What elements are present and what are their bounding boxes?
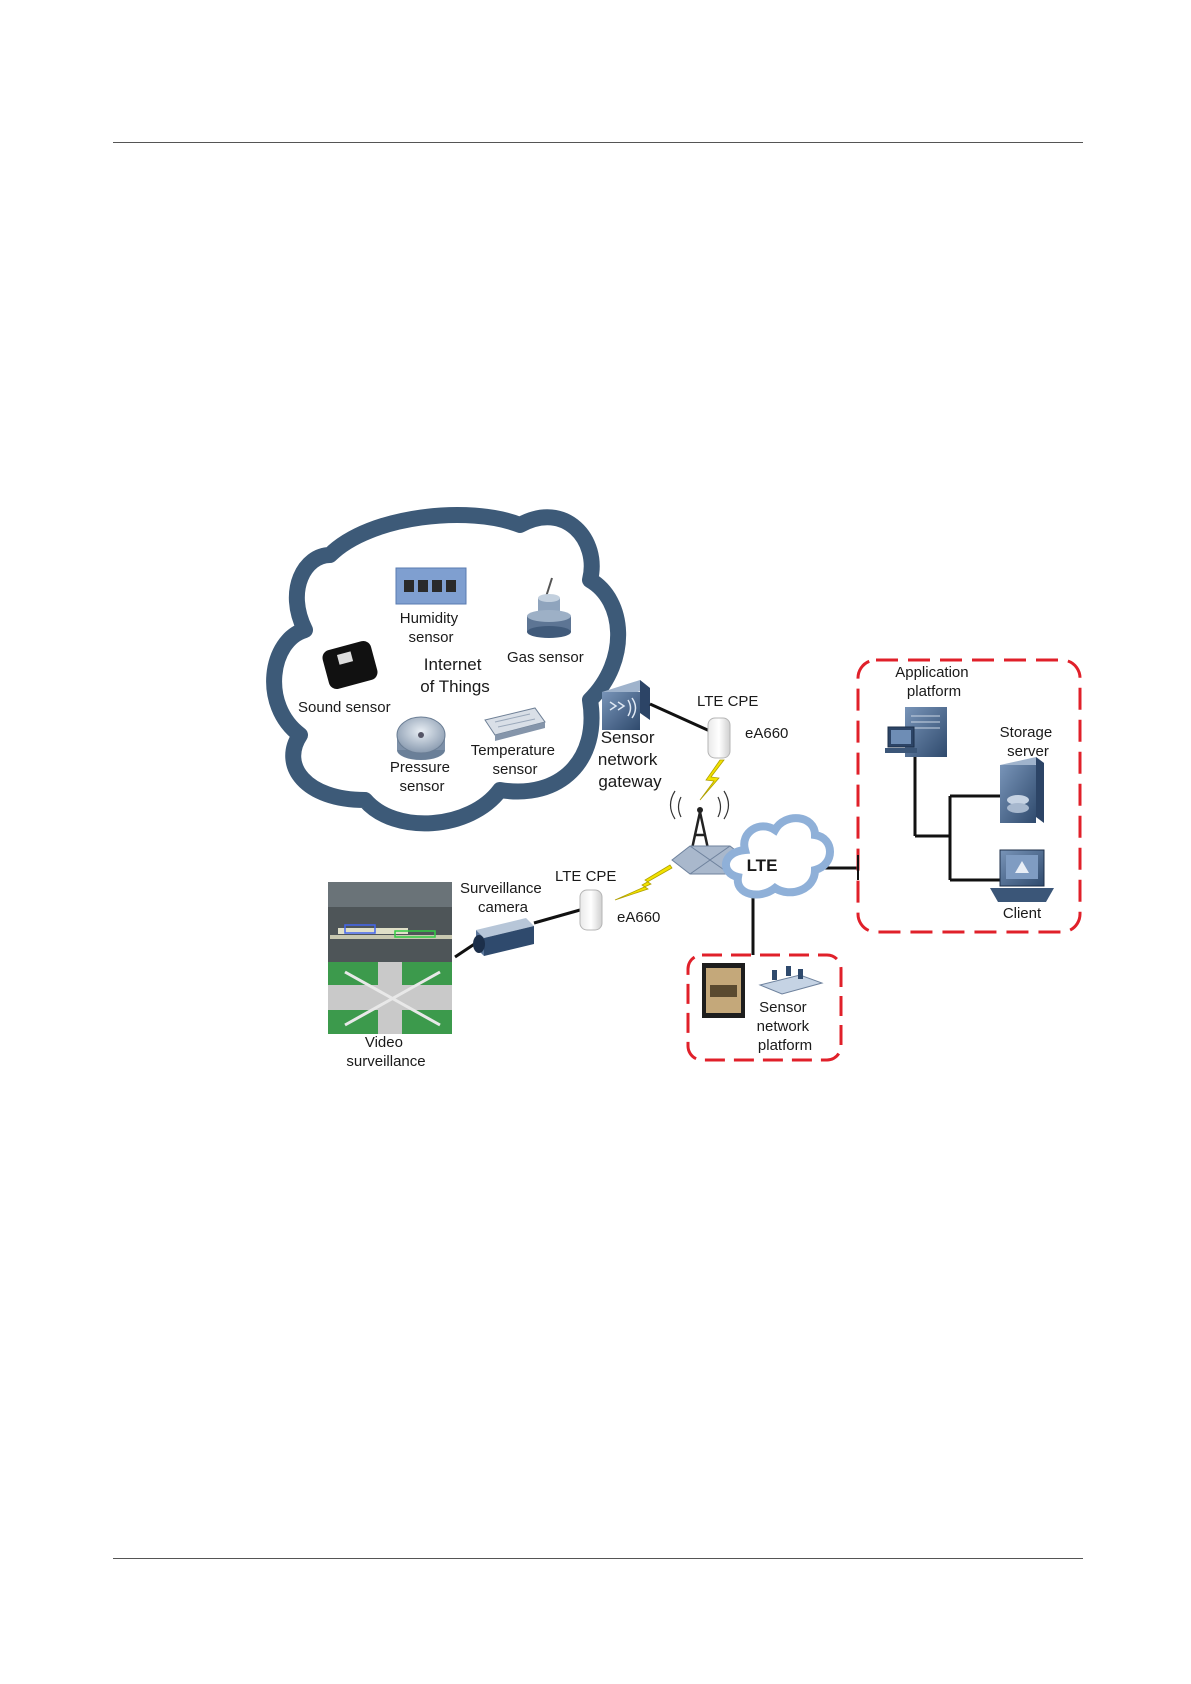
sensor-platform-screen-icon — [702, 963, 745, 1018]
app-platform-label: Application platform — [895, 664, 973, 700]
video-surveillance-label: Video surveillance — [346, 1034, 425, 1070]
lte-cloud-shape — [726, 818, 830, 894]
client-icon — [990, 850, 1054, 902]
sensor-gateway-label: Sensor network gateway — [598, 728, 662, 791]
pressure-sensor-icon — [397, 717, 445, 760]
lte-cloud: LTE — [726, 818, 830, 894]
app-platform-icon — [885, 707, 947, 757]
sound-sensor-label: Sound sensor — [298, 699, 391, 716]
gas-sensor-label: Gas sensor — [507, 649, 584, 666]
video-surveillance-image — [328, 882, 452, 1034]
ea660-bottom-label: eA660 — [617, 909, 660, 926]
lte-cpe-bottom-icon — [580, 890, 602, 930]
lte-cpe-top-label: LTE CPE — [697, 693, 758, 710]
surveillance-camera-icon — [473, 918, 534, 956]
lightning-top-icon — [700, 760, 724, 800]
storage-server-icon — [1000, 757, 1044, 823]
sensor-platform-label: Sensor network platform — [757, 999, 814, 1054]
lte-cloud-label: LTE — [747, 856, 778, 875]
client-label: Client — [1003, 905, 1042, 922]
ea660-top-label: eA660 — [745, 725, 788, 742]
lte-cpe-top-icon — [708, 718, 730, 758]
lightning-bottom-icon — [615, 865, 672, 900]
sensor-platform-icon — [760, 966, 822, 994]
humidity-sensor-icon — [396, 568, 466, 604]
storage-server-label: Storage server — [1000, 724, 1057, 760]
lte-cpe-bottom-label: LTE CPE — [555, 868, 616, 885]
surveillance-camera-label: Surveillance camera — [460, 880, 546, 916]
